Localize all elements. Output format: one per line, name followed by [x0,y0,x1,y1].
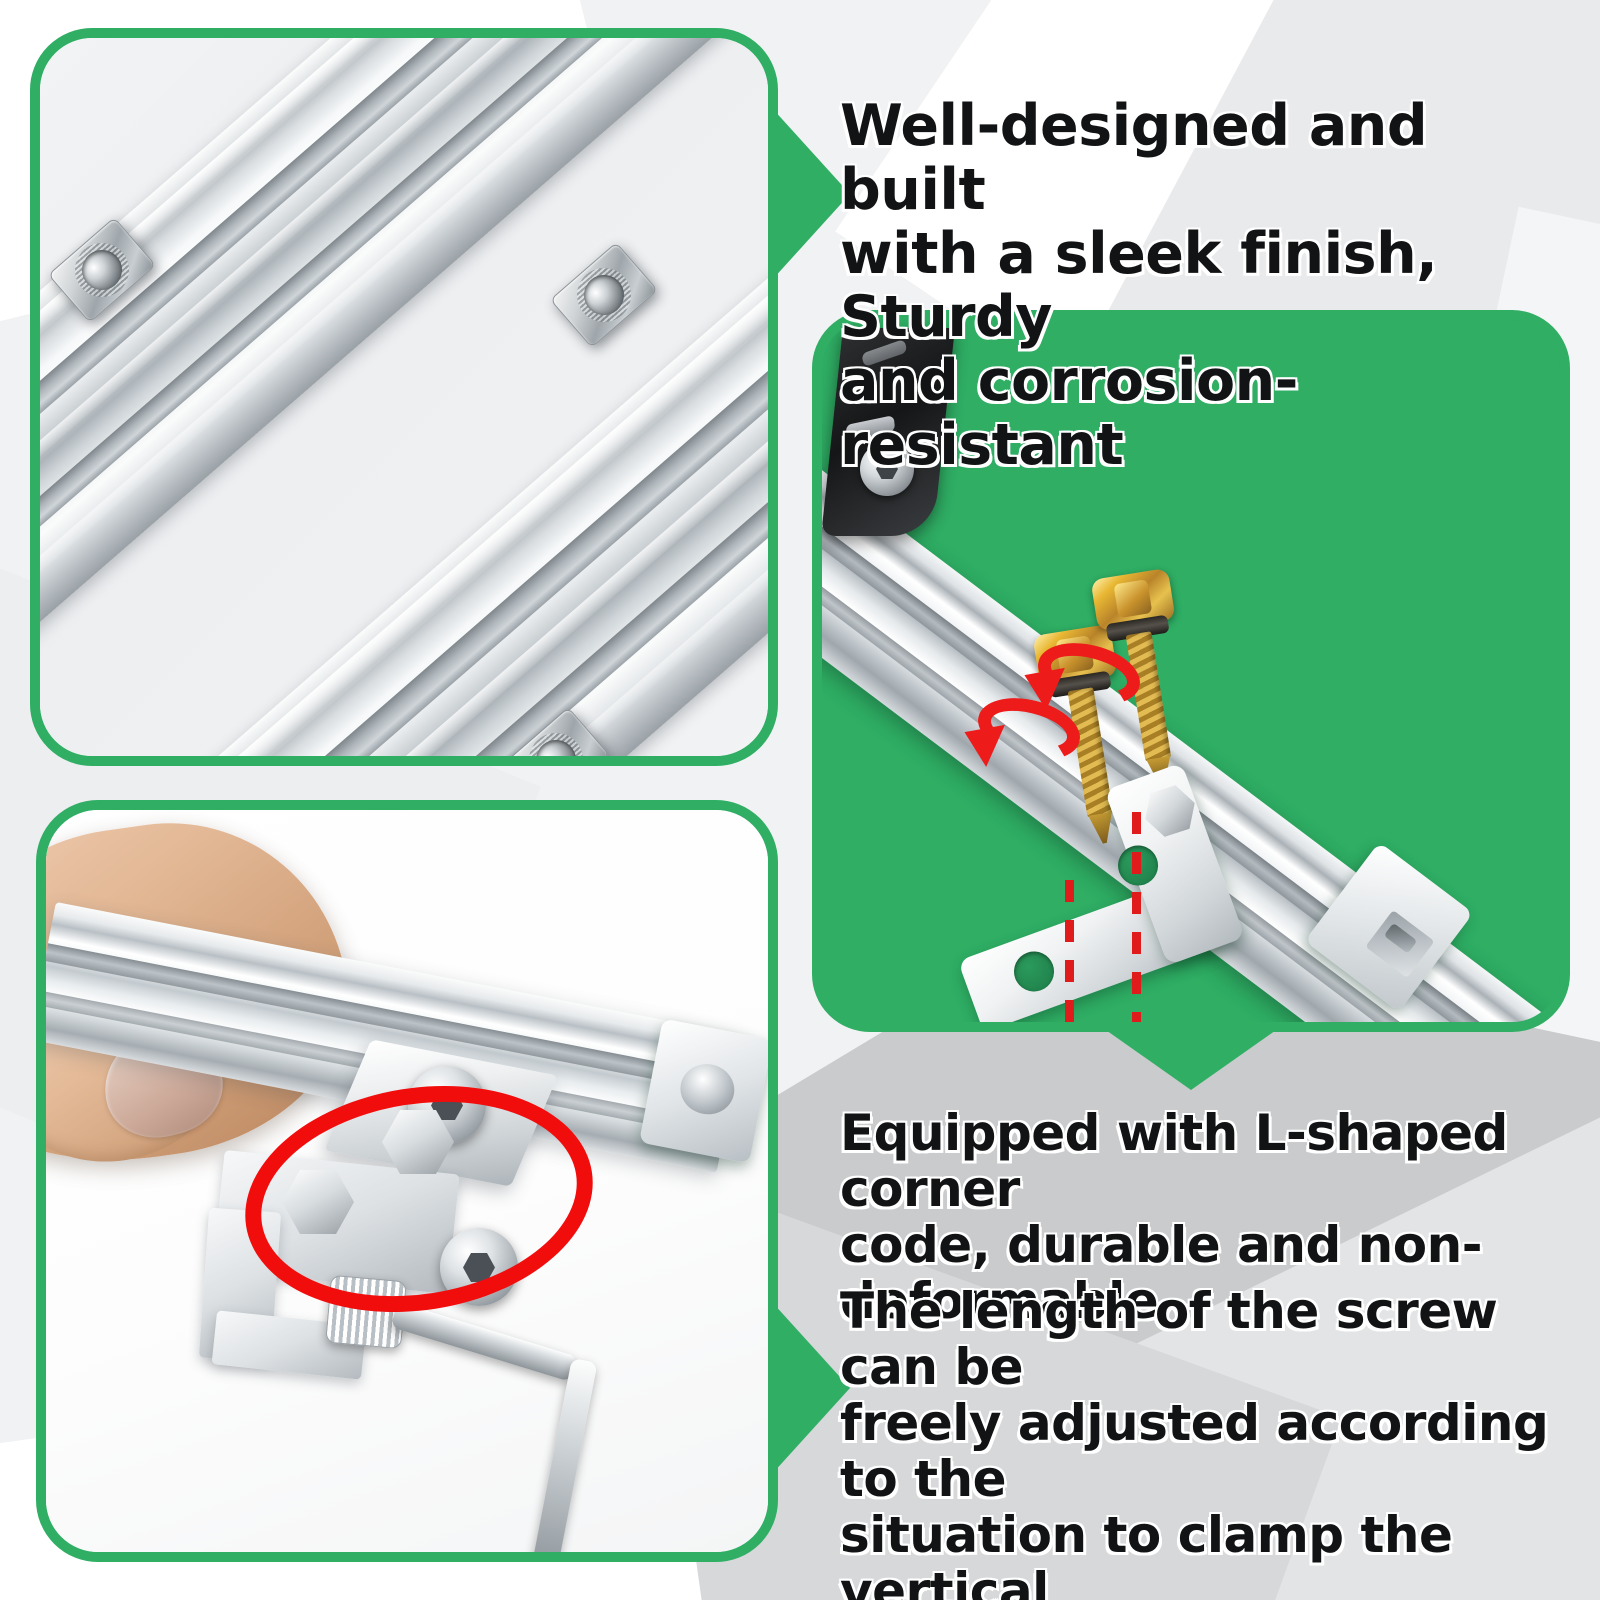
rotation-arrow-icon [1015,633,1147,715]
arrow-right-icon [772,1302,850,1474]
callout-text-quality: Well-designed and built with a sleek fin… [840,93,1438,479]
bracket-screws-photo [822,320,1560,1022]
panel-hand-clamp [36,800,778,1562]
rail-closeup-photo [40,38,768,756]
dashed-alignment-line [1065,880,1074,1022]
arrow-down-icon [1103,1028,1279,1090]
arrow-right-icon [772,108,850,280]
rotation-arrow-icon [955,688,1087,770]
panel-bracket-screws [812,310,1570,1032]
adjust-socket-screw [440,1228,518,1306]
callout-text-corner-code: Equipped with L-shaped corner code, dura… [840,1104,1508,1330]
dashed-alignment-line [1132,812,1141,1022]
rail-end-face [639,1018,768,1164]
callout-text-screw-length: The length of the screw can be freely ad… [840,1282,1549,1600]
hex-socket-bolt [860,442,914,496]
panel-rail-closeup [30,28,778,766]
hand-clamp-photo [46,810,768,1552]
